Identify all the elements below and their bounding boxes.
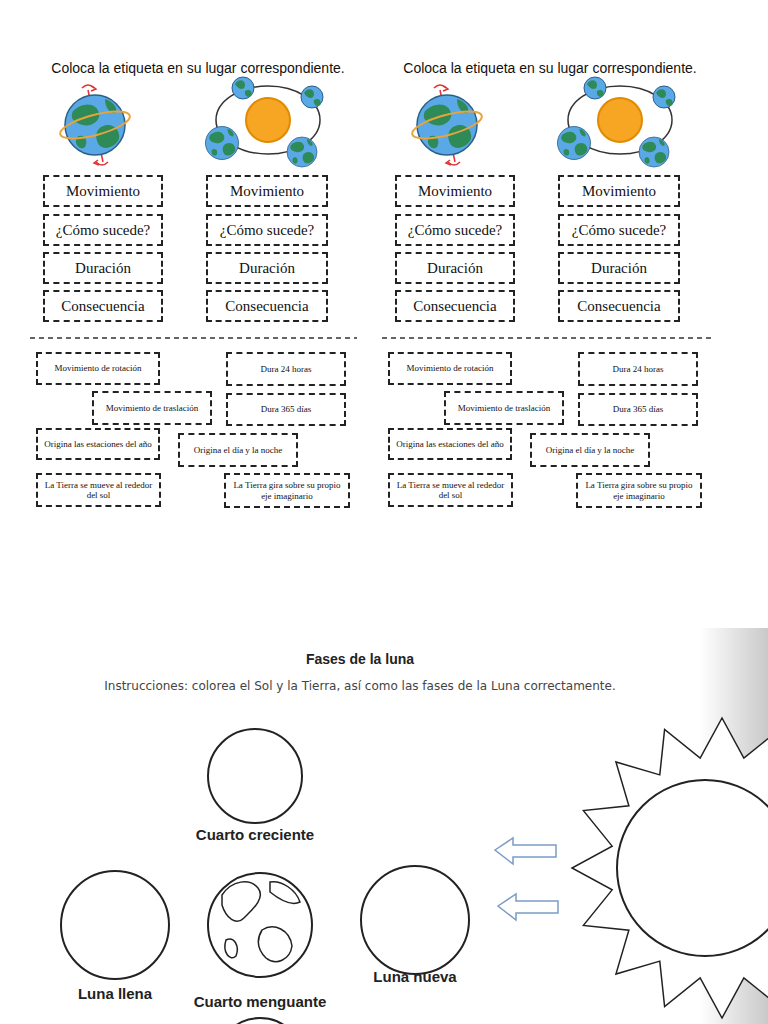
- label-text: Origina las estaciones del año: [392, 437, 507, 451]
- phase-name: Luna nueva: [300, 968, 530, 985]
- category-box: ¿Cómo sucede?: [558, 214, 680, 246]
- label-text: Consecuencia: [57, 296, 148, 317]
- moon-phase-circle: Cuarto menguante: [215, 1017, 305, 1024]
- label-text: Movimiento de traslación: [454, 401, 554, 415]
- category-box: Duración: [206, 252, 328, 284]
- label-text: Consecuencia: [221, 296, 312, 317]
- earth-rotation-icon: [410, 85, 485, 165]
- category-box: Consecuencia: [558, 290, 680, 322]
- earth-outline: [208, 873, 312, 977]
- category-box: Duración: [43, 252, 163, 284]
- label-card: La Tierra se mueve al rededor del sol: [388, 473, 513, 507]
- category-box: Movimiento: [43, 175, 163, 207]
- category-box: Movimiento: [395, 175, 515, 207]
- category-box: Consecuencia: [206, 290, 328, 322]
- label-text: Dura 24 horas: [609, 362, 668, 376]
- category-box: ¿Cómo sucede?: [395, 214, 515, 246]
- category-box: Consecuencia: [43, 290, 163, 322]
- label-text: Consecuencia: [409, 296, 500, 317]
- label-card: Origina el día y la noche: [530, 433, 650, 467]
- label-text: ¿Cómo sucede?: [568, 220, 671, 241]
- instructions: Instrucciones: colorea el Sol y la Tierr…: [104, 679, 616, 693]
- label-card: Origina las estaciones del año: [36, 428, 160, 460]
- worksheet-art: [58, 77, 323, 167]
- label-card: Movimiento de rotación: [36, 352, 160, 385]
- label-text: Movimiento de rotación: [403, 361, 498, 375]
- label-text: Movimiento: [578, 181, 660, 202]
- light-arrows: [495, 838, 558, 920]
- label-text: La Tierra se mueve al rededor del sol: [38, 478, 159, 503]
- cut-line: [382, 337, 715, 339]
- label-text: Dura 365 días: [609, 402, 668, 416]
- worksheet-title: Coloca la etiqueta en su lugar correspon…: [51, 60, 344, 76]
- circle-outline: [360, 865, 470, 975]
- label-text: Origina el día y la noche: [190, 443, 287, 457]
- label-text: Duración: [235, 258, 299, 279]
- label-card: Dura 24 horas: [226, 352, 346, 386]
- label-text: Duración: [587, 258, 651, 279]
- category-box: Movimiento: [558, 175, 680, 207]
- sun-outline: [572, 718, 768, 1018]
- category-box: ¿Cómo sucede?: [43, 214, 163, 246]
- label-card: Movimiento de traslación: [444, 391, 564, 425]
- circle-outline: [60, 870, 170, 980]
- category-box: Duración: [558, 252, 680, 284]
- label-card: La Tierra gira sobre su propio eje imagi…: [224, 473, 350, 508]
- label-card: La Tierra gira sobre su propio eje imagi…: [576, 473, 702, 508]
- label-text: Origina las estaciones del año: [40, 437, 155, 451]
- label-text: La Tierra gira sobre su propio eje imagi…: [578, 478, 700, 503]
- label-text: Dura 24 horas: [257, 362, 316, 376]
- circle-outline: [215, 1017, 305, 1024]
- orbit-icon: [206, 77, 324, 167]
- label-card: Dura 365 días: [578, 393, 698, 426]
- label-text: Duración: [71, 258, 135, 279]
- phase-name: Cuarto menguante: [155, 993, 365, 1010]
- category-box: ¿Cómo sucede?: [206, 214, 328, 246]
- worksheet-title: Coloca la etiqueta en su lugar correspon…: [403, 60, 696, 76]
- label-card: La Tierra se mueve al rededor del sol: [36, 473, 161, 507]
- label-text: La Tierra gira sobre su propio eje imagi…: [226, 478, 348, 503]
- label-card: Dura 365 días: [226, 393, 346, 426]
- label-card: Origina las estaciones del año: [388, 428, 512, 460]
- circle-outline: [207, 728, 303, 824]
- earth-rotation-icon: [58, 85, 133, 165]
- label-text: Duración: [423, 258, 487, 279]
- label-text: Movimiento de rotación: [51, 361, 146, 375]
- label-card: Origina el día y la noche: [178, 433, 298, 467]
- label-text: Movimiento: [62, 181, 144, 202]
- moon-phase-circle: Cuarto creciente: [207, 728, 303, 824]
- label-text: La Tierra se mueve al rededor del sol: [390, 478, 511, 503]
- category-box: Movimiento: [206, 175, 328, 207]
- label-text: Movimiento: [414, 181, 496, 202]
- label-text: Movimiento de traslación: [102, 401, 202, 415]
- label-text: Dura 365 días: [257, 402, 316, 416]
- sun-disc: [617, 780, 768, 956]
- panel-title: Fases de la luna: [306, 651, 414, 667]
- worksheet-art: [410, 77, 675, 167]
- moon-phase-circle: Luna nueva: [360, 865, 470, 975]
- category-box: Consecuencia: [395, 290, 515, 322]
- label-text: Consecuencia: [573, 296, 664, 317]
- label-text: ¿Cómo sucede?: [404, 220, 507, 241]
- cut-line: [30, 337, 357, 339]
- label-text: ¿Cómo sucede?: [216, 220, 319, 241]
- label-text: Movimiento: [226, 181, 308, 202]
- label-text: Origina el día y la noche: [542, 443, 639, 457]
- label-card: Movimiento de traslación: [92, 391, 212, 425]
- orbit-icon: [558, 77, 676, 167]
- moon-phase-circle: Luna llena: [60, 870, 170, 980]
- label-card: Dura 24 horas: [578, 352, 698, 386]
- sun-rays: [572, 718, 768, 1018]
- phase-name: Cuarto creciente: [147, 826, 363, 843]
- label-card: Movimiento de rotación: [388, 352, 512, 385]
- label-text: ¿Cómo sucede?: [52, 220, 155, 241]
- category-box: Duración: [395, 252, 515, 284]
